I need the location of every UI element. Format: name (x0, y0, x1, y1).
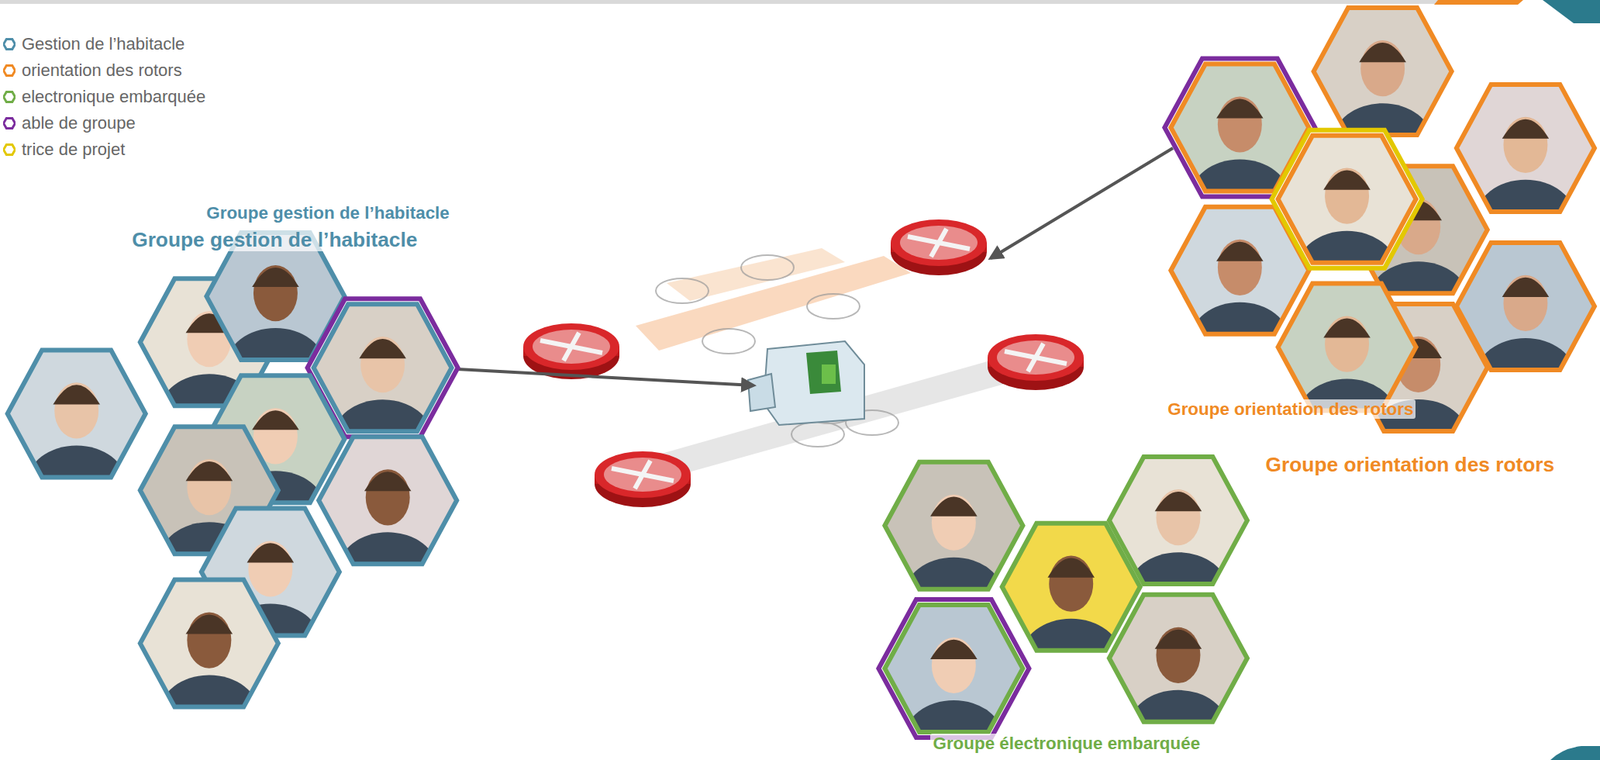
legend: Gestion de l’habitacle orientation des ro… (3, 31, 206, 163)
photo-hexagons (0, 199, 472, 720)
legend-swatch (3, 90, 16, 104)
group-heading: Groupe gestion de l’habitacle (203, 203, 452, 224)
legend-text: trice de projet (21, 139, 125, 160)
legend-text: able de groupe (21, 113, 136, 134)
legend-item: trice de projet (3, 136, 206, 163)
legend-text: electronique embarquée (21, 86, 206, 107)
legend-item: Gestion de l’habitacle (3, 31, 206, 58)
group-heading: Groupe électronique embarquée (930, 733, 1203, 754)
legend-swatch (3, 117, 16, 130)
legend-swatch (3, 143, 16, 156)
team-group: Groupe gestion de l’habitacleGroupe gest… (0, 199, 472, 720)
legend-item: electronique embarquée (3, 83, 206, 111)
legend-item: able de groupe (3, 110, 206, 137)
legend-swatch (3, 37, 16, 51)
group-heading: Groupe orientation des rotors (1165, 399, 1416, 420)
photo-hexagons (875, 448, 1247, 759)
legend-swatch (3, 64, 16, 77)
legend-text: orientation des rotors (21, 60, 183, 81)
group-heading: Groupe gestion de l’habitacle (129, 227, 420, 252)
legend-item: orientation des rotors (3, 57, 206, 84)
group-heading: Groupe orientation des rotors (1263, 452, 1558, 476)
legend-text: Gestion de l’habitacle (21, 34, 185, 55)
team-group: Groupe électronique embarquée (875, 448, 1247, 759)
team-group: Groupe orientation des rotorsGroupe orie… (1161, 0, 1600, 485)
